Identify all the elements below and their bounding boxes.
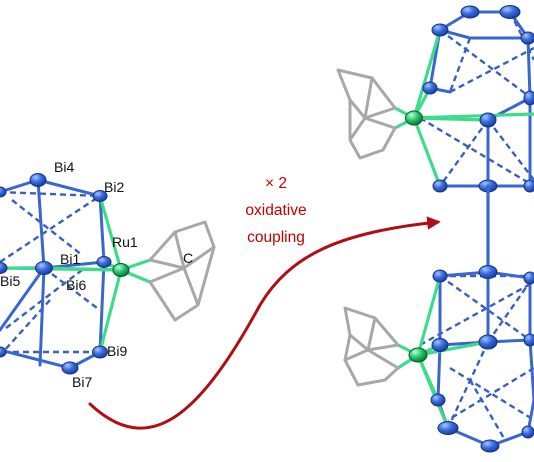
top-bi-atom-d [520,31,534,45]
right-bottom-bi-atoms [430,265,534,453]
reaction-multiplier: × 2 [265,175,287,192]
left-bi4-atom [29,173,47,187]
reaction-arrow [88,216,441,430]
left-bi-atoms [0,173,112,375]
bottom-ru-atom [408,347,428,363]
left-bi7-atom [61,361,79,375]
reaction-type-line2: coupling [247,229,305,246]
label-bi7: Bi7 [72,374,92,390]
left-bi-atom-edge-bottom [0,346,7,358]
label-bi5: Bi5 [0,273,20,289]
bottom-bi-atom-b [478,265,498,279]
left-bi6-atom [96,256,112,268]
left-bi5-atom [0,262,8,274]
right-top-ligand [336,68,397,160]
right-top-cluster [336,5,534,193]
top-bi-atom-g [479,112,497,128]
top-bi-atom-h [432,179,448,193]
left-bi-atom-edge-top [0,186,7,198]
left-cluster: Bi4 Bi2 Ru1 Bi1 C Bi5 Bi6 Bi9 Bi7 [0,159,216,390]
left-bi9-atom [92,345,108,359]
left-bi2-atom [92,190,108,202]
label-c: C [183,250,193,266]
top-bi-atom-j [523,179,534,193]
bottom-bi-atom-c [523,271,534,285]
top-bi-atom-f [523,90,534,106]
left-ru1-atom [112,263,130,277]
right-bottom-ligand [343,306,400,387]
label-ru1: Ru1 [112,234,138,250]
bottom-bi-atom-d [431,338,449,352]
left-atom-labels: Bi4 Bi2 Ru1 Bi1 C Bi5 Bi6 Bi9 Bi7 [0,159,193,390]
bottom-bi-atom-f [523,333,534,347]
label-bi4: Bi4 [54,159,74,175]
label-bi9: Bi9 [107,343,127,359]
bottom-bi-atom-h [437,421,459,435]
top-bi-atom-c [431,23,449,37]
reaction-type-line1: oxidative [245,202,306,219]
label-bi2: Bi2 [104,179,124,195]
reaction-annotation: × 2 oxidative coupling [245,175,306,246]
top-bi-atom-e [422,81,438,95]
bottom-bi-atom-g [430,393,446,407]
top-bi-atom-b [499,5,521,19]
bottom-bi-atom-a [432,269,448,283]
top-bi-atom-a [460,5,480,19]
left-ligand [148,220,216,322]
right-top-solid-bonds [428,10,532,188]
bottom-bi-atom-j [521,425,534,439]
bottom-bi-atom-e [478,334,498,350]
label-bi6: Bi6 [66,277,86,293]
right-bottom-cluster [343,265,534,453]
right-top-bi-atoms [422,5,534,193]
bottom-bi-atom-i [480,439,500,453]
right-bottom-dashed-bonds [419,274,534,441]
left-bi1-atom [35,261,53,275]
top-ru-atom [405,110,423,126]
label-bi1: Bi1 [60,251,80,267]
